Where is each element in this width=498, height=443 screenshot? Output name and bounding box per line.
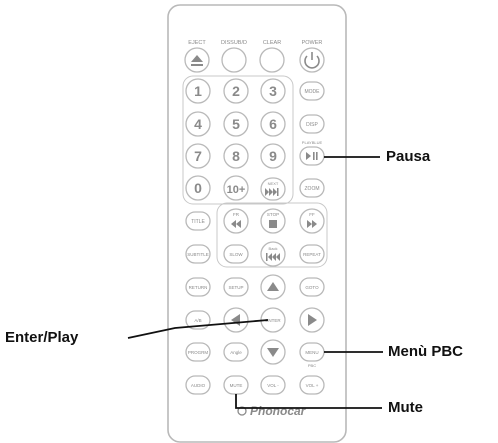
- repeat-button[interactable]: [299, 244, 325, 264]
- dissub-button[interactable]: [221, 47, 247, 73]
- digit-10plus-label: 10+: [227, 184, 246, 196]
- digit-1-button[interactable]: [185, 78, 211, 104]
- digit-4-button[interactable]: [185, 111, 211, 137]
- digit-0-label: 0: [194, 180, 202, 196]
- enter-label: ENTER: [265, 318, 281, 323]
- title-label: TITLE: [191, 219, 205, 225]
- mute-leader-line: [235, 394, 382, 409]
- next-icon: [265, 188, 279, 196]
- program-button[interactable]: [185, 342, 211, 362]
- zoom-label: ZOOM: [305, 186, 320, 192]
- vol-minus-label: VOL -: [267, 383, 279, 388]
- goto-label: GOTO: [305, 285, 319, 290]
- stop-label: STOP: [267, 212, 279, 217]
- angle-label: Angle: [230, 350, 242, 355]
- digit-8-button[interactable]: [223, 143, 249, 169]
- down-arrow-icon: [267, 348, 279, 357]
- disp-label: DISP: [306, 122, 318, 128]
- setup-label: SETUP: [228, 285, 243, 290]
- label-clear: CLEAR: [263, 40, 281, 46]
- fr-label: FR: [233, 212, 240, 217]
- right-arrow-icon: [308, 314, 317, 326]
- program-label: PROGRM: [188, 350, 209, 355]
- enter-play-callout: Enter/Play: [5, 329, 79, 346]
- digit-3-button[interactable]: [260, 78, 286, 104]
- setup-button[interactable]: [223, 277, 249, 297]
- previous-icon: [266, 253, 280, 261]
- back-label: Back: [269, 246, 278, 251]
- digit-9-button[interactable]: [260, 143, 286, 169]
- mute-label: MUTE: [230, 383, 243, 388]
- digit-0-button[interactable]: [185, 175, 211, 201]
- digit-9-label: 9: [269, 148, 277, 164]
- digit-4-label: 4: [194, 116, 202, 132]
- title-button[interactable]: [185, 211, 211, 231]
- vol-plus-label: VOL +: [306, 383, 319, 388]
- return-label: RETURN: [189, 285, 208, 290]
- label-power: POWER: [302, 40, 323, 46]
- digit-1-label: 1: [194, 83, 202, 99]
- brand-logo-icon: [237, 406, 247, 416]
- goto-button[interactable]: [299, 277, 325, 297]
- digit-8-label: 8: [232, 148, 240, 164]
- rewind-icon: [231, 220, 241, 228]
- mode-button[interactable]: [299, 81, 325, 101]
- return-button[interactable]: [185, 277, 211, 297]
- digit-7-label: 7: [194, 148, 202, 164]
- number-pad-frame: [182, 75, 294, 205]
- digit-6-button[interactable]: [260, 111, 286, 137]
- digit-10plus-button[interactable]: [223, 175, 249, 201]
- digit-5-button[interactable]: [223, 111, 249, 137]
- power-icon: [304, 52, 320, 69]
- play-pause-button[interactable]: [299, 146, 325, 166]
- up-arrow-icon: [267, 282, 279, 291]
- subtitle-button[interactable]: [185, 244, 211, 264]
- repeat-label: REPEAT: [303, 252, 321, 257]
- audio-label: AUDIO: [191, 383, 206, 388]
- remote-body: [167, 4, 347, 443]
- eject-icon: [191, 55, 203, 66]
- label-dissub: DISSUB/D: [221, 40, 247, 46]
- menu-pbc-callout: Menù PBC: [388, 343, 463, 360]
- clear-button[interactable]: [259, 47, 285, 73]
- zoom-button[interactable]: [299, 178, 325, 198]
- fast-forward-icon: [307, 220, 317, 228]
- audio-button[interactable]: [185, 375, 211, 395]
- angle-button[interactable]: [223, 342, 249, 362]
- ab-button[interactable]: [185, 310, 211, 330]
- transport-frame: [216, 202, 328, 268]
- mute-callout: Mute: [388, 399, 423, 416]
- mode-label: MODE: [305, 89, 321, 95]
- digit-5-label: 5: [232, 116, 240, 132]
- pbc-small-label: PBC: [308, 363, 316, 368]
- vol-plus-button[interactable]: [299, 375, 325, 395]
- digit-2-label: 2: [232, 83, 240, 99]
- vol-minus-button[interactable]: [260, 375, 286, 395]
- digit-3-label: 3: [269, 83, 277, 99]
- menu-label: MENU: [305, 350, 318, 355]
- stop-icon: [269, 220, 277, 228]
- slow-button[interactable]: [223, 244, 249, 264]
- pausa-callout: Pausa: [386, 148, 431, 165]
- play-pause-icon: [306, 152, 318, 160]
- digit-7-button[interactable]: [185, 143, 211, 169]
- enter-play-leader-line: [127, 319, 269, 339]
- digit-6-label: 6: [269, 116, 277, 132]
- label-eject: EJECT: [188, 40, 206, 46]
- playback-header-label: PLAYBLUE: [302, 140, 323, 145]
- next-label: NEXT: [268, 181, 279, 186]
- subtitle-label: SUBTITLE: [187, 252, 209, 257]
- brand-name: Phonocar: [250, 404, 307, 418]
- slow-label: SLOW: [229, 252, 243, 257]
- ff-label: FF: [309, 212, 315, 217]
- ab-label: A/B: [194, 318, 201, 323]
- disp-button[interactable]: [299, 114, 325, 134]
- digit-2-button[interactable]: [223, 78, 249, 104]
